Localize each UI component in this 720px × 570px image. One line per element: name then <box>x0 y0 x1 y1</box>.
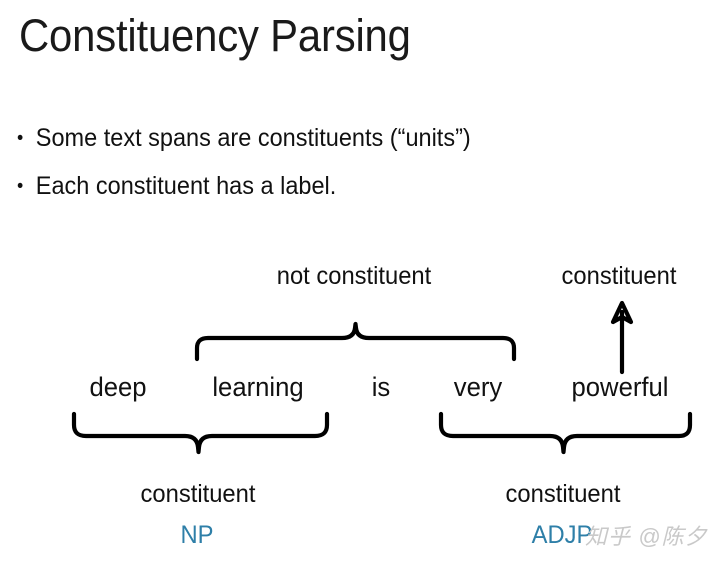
bullet-item-0: • Some text spans are constituents (“unit… <box>17 126 471 151</box>
curly-brace-down-icon <box>438 411 693 455</box>
label-constituent-left: constituent <box>140 480 256 508</box>
sentence-word-is: is <box>371 372 391 402</box>
bullet-text-0: Some text spans are constituents (“units… <box>35 124 471 152</box>
phrase-tag-np: NP <box>180 521 214 549</box>
watermark: 知乎 @陈夕 <box>585 524 708 549</box>
bullet-text-1: Each constituent has a label. <box>35 172 337 200</box>
sentence-word-learning: learning <box>212 372 304 402</box>
bullet-marker-icon: • <box>17 128 24 149</box>
bullet-item-1: • Each constituent has a label. <box>17 174 336 199</box>
label-not-constituent: not constituent <box>276 262 432 290</box>
bullet-marker-icon: • <box>17 176 24 197</box>
page-title: Constituency Parsing <box>19 10 411 61</box>
sentence-word-very: very <box>453 372 503 402</box>
phrase-tag-adjp: ADJP <box>531 521 593 549</box>
curly-brace-down-icon <box>71 411 330 455</box>
label-constituent-top: constituent <box>561 262 677 290</box>
sentence-word-deep: deep <box>89 372 147 402</box>
label-constituent-right: constituent <box>505 480 621 508</box>
curly-brace-up-icon <box>194 321 517 362</box>
arrow-up-icon <box>610 300 634 375</box>
sentence-word-powerful: powerful <box>571 372 669 402</box>
